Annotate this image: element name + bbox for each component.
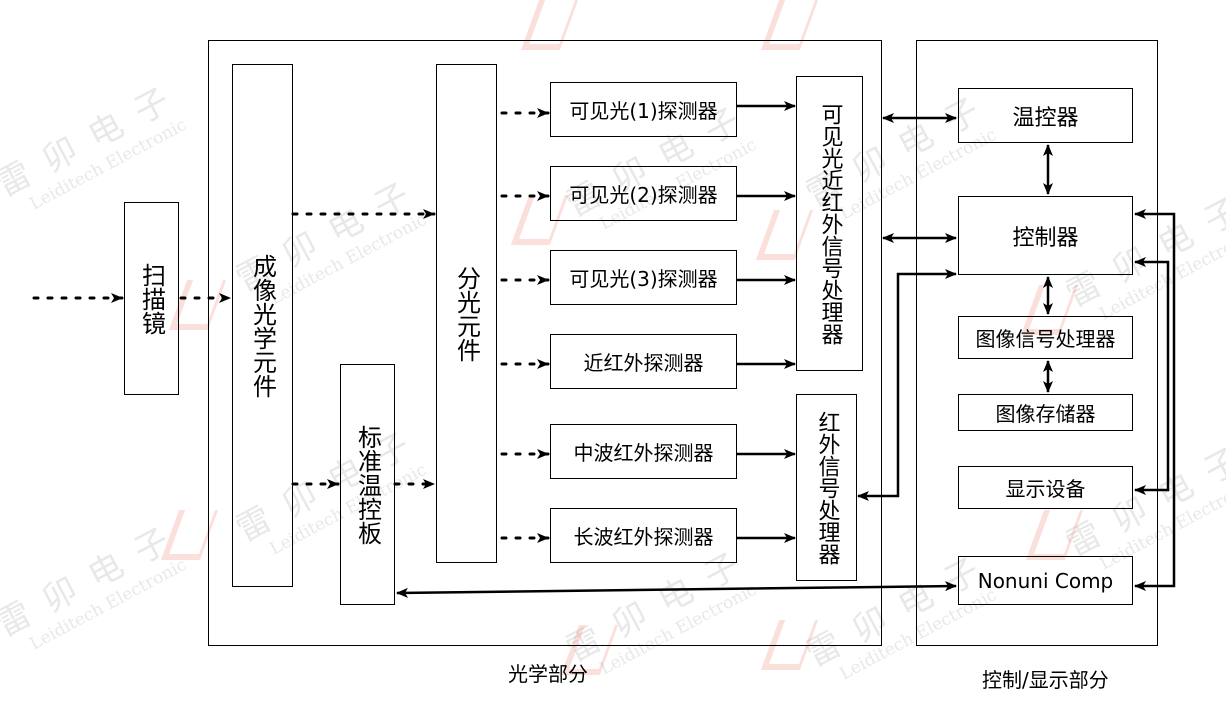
std-temp-board-label: 标准温控板 (353, 424, 382, 545)
scan-mirror-label: 扫描镜 (137, 262, 166, 335)
controller-block: 控制器 (958, 196, 1133, 275)
std-temp-board-block: 标准温控板 (340, 364, 395, 605)
biarrow-std-temp-board-to-nonuni-comp (396, 581, 957, 598)
visible-detector-1-label: 可见光(1)探测器 (569, 99, 718, 123)
image-storage-block: 图像存储器 (958, 394, 1133, 431)
optics-section-caption: 光学部分 (508, 662, 588, 686)
temp-controller-label: 温控器 (1012, 105, 1079, 131)
imaging-optics-label: 成像光学元件 (248, 253, 277, 398)
display-device-label: 显示设备 (1005, 477, 1086, 501)
controller-label: 控制器 (1012, 225, 1079, 251)
biarrow-ir-processor-to-controller (857, 269, 957, 501)
visible-detector-2-block: 可见光(2)探测器 (550, 166, 737, 221)
nir-detector-label: 近红外探测器 (583, 351, 704, 375)
scan-mirror-block: 扫描镜 (124, 202, 179, 395)
temp-controller-block: 温控器 (958, 88, 1133, 143)
lwir-detector-block: 长波红外探测器 (550, 508, 737, 563)
mwir-detector-label: 中波红外探测器 (573, 441, 714, 465)
nir-detector-block: 近红外探测器 (550, 334, 737, 389)
mwir-detector-block: 中波红外探测器 (550, 424, 737, 479)
visible-detector-2-label: 可见光(2)探测器 (569, 183, 718, 207)
visible-detector-1-block: 可见光(1)探测器 (550, 82, 737, 137)
ir-processor-block: 红外信号处理器 (796, 394, 857, 581)
control-display-section-caption: 控制/显示部分 (982, 668, 1109, 692)
visible-detector-3-label: 可见光(3)探测器 (569, 267, 718, 291)
vis-nir-processor-block: 可见光近红外信号处理器 (796, 76, 863, 371)
display-device-block: 显示设备 (958, 466, 1133, 509)
nonuni-comp-block: Nonuni Comp (958, 556, 1133, 605)
biarrow-controller-to-display-device (1134, 257, 1170, 495)
beam-splitter-block: 分光元件 (436, 64, 497, 563)
image-processor-block: 图像信号处理器 (958, 316, 1133, 359)
biarrow-controller-to-nonuni-comp (1134, 209, 1176, 591)
ir-processor-label: 红外信号处理器 (814, 410, 840, 565)
lwir-detector-label: 长波红外探测器 (573, 525, 714, 549)
visible-detector-3-block: 可见光(3)探测器 (550, 250, 737, 305)
imaging-optics-block: 成像光学元件 (232, 64, 293, 587)
vis-nir-processor-label: 可见光近红外信号处理器 (817, 102, 843, 345)
image-storage-label: 图像存储器 (995, 402, 1096, 426)
nonuni-comp-label: Nonuni Comp (977, 568, 1114, 593)
beam-splitter-label: 分光元件 (452, 265, 481, 362)
image-processor-label: 图像信号处理器 (975, 327, 1116, 351)
